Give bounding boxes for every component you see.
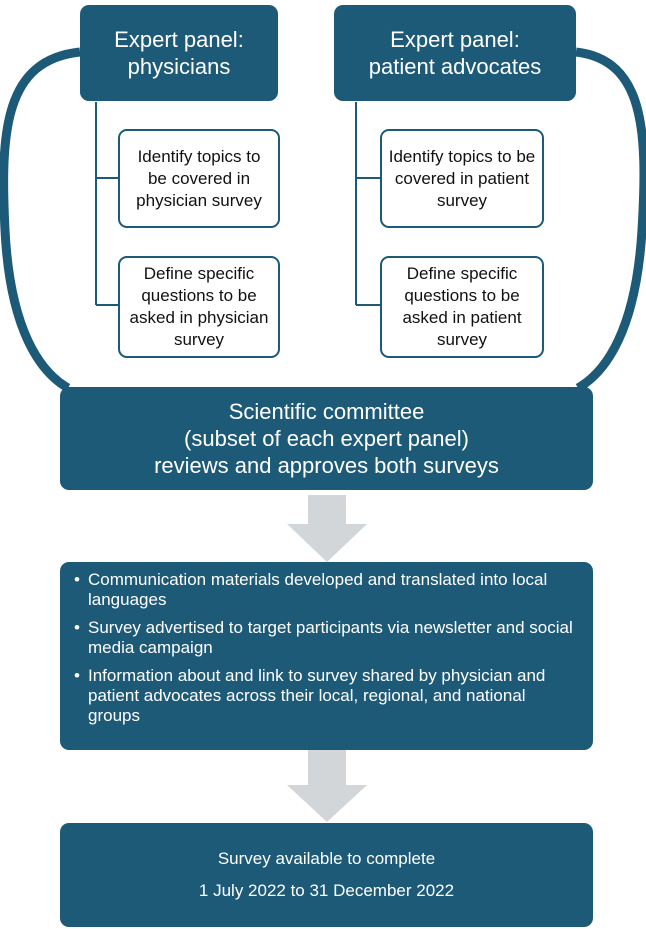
right-tree-line — [355, 102, 380, 306]
committee-line2: (subset of each expert panel) — [184, 426, 469, 451]
task-define-questions-physician: Define specific questions to be asked in… — [118, 256, 280, 358]
dissemination-item: Communication materials developed and tr… — [70, 570, 575, 610]
task-label: Define specific questions to be asked in… — [402, 264, 522, 349]
survey-availability-box: Survey available to complete 1 July 2022… — [60, 823, 593, 927]
task-define-questions-patient: Define specific questions to be asked in… — [380, 256, 544, 358]
panel-title-line1: Expert panel: — [390, 27, 520, 52]
left-bracket-curve — [0, 47, 81, 392]
dissemination-item: Survey advertised to target participants… — [70, 618, 575, 658]
task-identify-topics-physician: Identify topics to be covered in physici… — [118, 129, 280, 228]
task-label: Identify topics to be covered in patient… — [388, 146, 536, 210]
down-arrow-2 — [287, 750, 367, 822]
availability-line1: Survey available to complete — [217, 849, 436, 868]
panel-title-line2: patient advocates — [368, 54, 542, 79]
dissemination-list: Communication materials developed and tr… — [70, 570, 575, 726]
down-arrow-1 — [287, 495, 367, 562]
task-label: Define specific questions to be asked in… — [129, 264, 269, 349]
panel-title-line1: Expert panel: — [114, 27, 244, 52]
left-tree-line — [95, 102, 118, 306]
availability-line2: 1 July 2022 to 31 December 2022 — [198, 881, 455, 900]
expert-panel-patient-advocates: Expert panel: patient advocates — [334, 5, 576, 101]
dissemination-box: Communication materials developed and tr… — [60, 562, 593, 750]
task-label: Identify topics to be covered in physici… — [136, 146, 262, 210]
task-identify-topics-patient: Identify topics to be covered in patient… — [380, 129, 544, 228]
committee-line3: reviews and approves both surveys — [154, 453, 499, 478]
right-bracket-curve — [575, 47, 646, 392]
expert-panel-physicians: Expert panel: physicians — [80, 5, 278, 101]
panel-title-line2: physicians — [127, 54, 231, 79]
dissemination-item: Information about and link to survey sha… — [70, 666, 575, 726]
scientific-committee-box: Scientific committee (subset of each exp… — [60, 387, 593, 490]
committee-line1: Scientific committee — [228, 399, 425, 424]
